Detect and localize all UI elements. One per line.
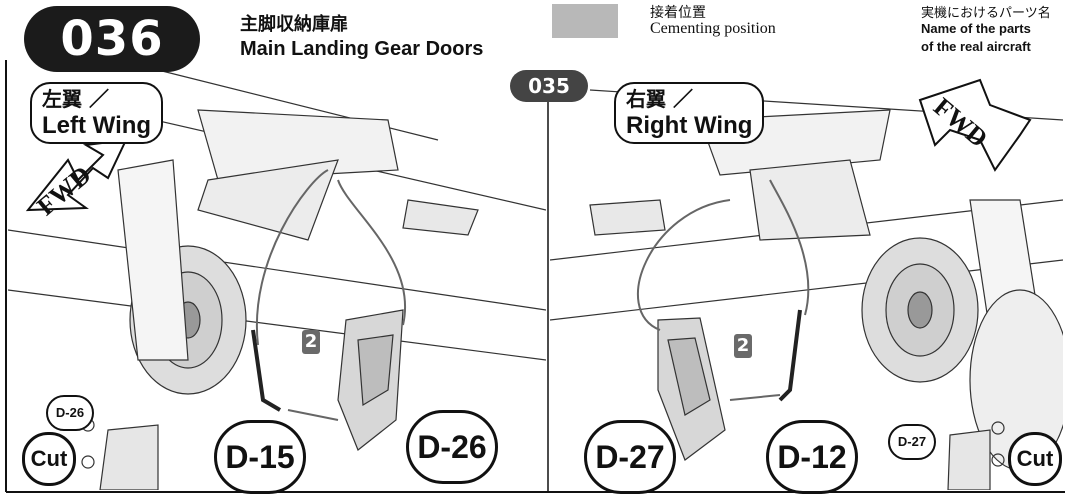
previous-step-badge: 035: [510, 70, 588, 102]
left-wing-label-english: Left Wing: [42, 112, 152, 139]
real-name-legend-english-1: Name of the parts: [921, 21, 1031, 36]
real-name-legend-english-2: of the real aircraft: [921, 39, 1031, 54]
right-cut-label: Cut: [1008, 432, 1062, 486]
left-wing-label: 左翼 ／ Left Wing: [30, 82, 164, 144]
right-glue-tube-icon: 2: [734, 334, 752, 358]
real-name-legend-japanese: 実機におけるパーツ名: [921, 6, 1051, 21]
part-d12-callout: D-12: [766, 420, 858, 494]
cement-legend-english: Cementing position: [650, 20, 776, 37]
part-d27-cut-callout: D-27: [888, 424, 936, 460]
step-number-badge: 036: [24, 6, 200, 72]
right-wing-label-english: Right Wing: [626, 112, 753, 139]
left-cut-label: Cut: [22, 432, 76, 486]
part-d26-callout: D-26: [406, 410, 498, 484]
right-wing-label: 右翼 ／ Right Wing: [614, 82, 765, 144]
part-d15-callout: D-15: [214, 420, 306, 494]
part-d27-callout: D-27: [584, 420, 676, 494]
part-d26-cut-callout: D-26: [46, 395, 94, 431]
cement-color-swatch: [552, 4, 618, 38]
cement-legend-japanese: 接着位置: [650, 5, 706, 21]
title-japanese: 主脚収納庫扉: [240, 14, 348, 35]
right-wing-label-japanese: 右翼 ／: [626, 87, 693, 111]
title-english: Main Landing Gear Doors: [240, 38, 484, 60]
left-wing-label-japanese: 左翼 ／: [42, 87, 109, 111]
left-glue-tube-icon: 2: [302, 330, 320, 354]
